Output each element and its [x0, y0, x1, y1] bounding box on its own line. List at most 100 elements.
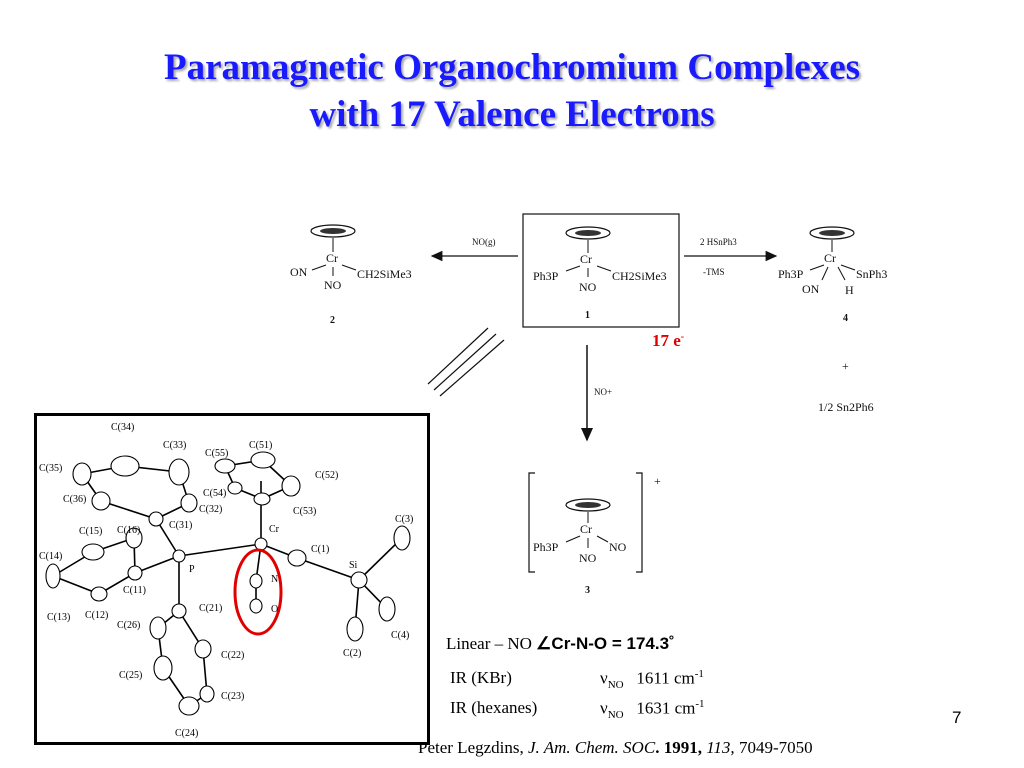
cp-ring-fill — [320, 228, 346, 234]
atom-label: C(13) — [47, 612, 70, 623]
compound-3-right: NO — [609, 540, 627, 554]
linear-no-label: Linear – NO — [446, 634, 537, 653]
ir-hexanes-label: IR (hexanes) — [450, 698, 538, 717]
atom-label: C(11) — [123, 585, 146, 596]
byproduct-plus: + — [842, 359, 849, 373]
atom-label: C(31) — [169, 520, 192, 531]
electron-count: 17 e — [652, 331, 681, 350]
reagent-to-4-top: 2 HSnPh3 — [700, 237, 737, 247]
reference-journal: J. Am. Chem. SOC — [528, 738, 656, 757]
reagent-to-2: NO(g) — [472, 237, 496, 247]
compound-1: Cr Ph3P CH2SiMe3 NO 1 — [533, 226, 667, 321]
compound-2-right: CH2SiMe3 — [357, 267, 412, 281]
reference-year: 1991, — [663, 738, 702, 757]
atom-label: O — [271, 604, 278, 615]
compound-1-metal: Cr — [580, 252, 592, 266]
reference-dot: . — [655, 738, 664, 757]
compound-4: Cr Ph3P SnPh3 ON H 4 — [778, 226, 887, 324]
atom-label: Cr — [269, 524, 280, 535]
compound-1-bottom: NO — [579, 280, 597, 294]
title-line-1: Paramagnetic Organochromium Complexes — [163, 47, 861, 88]
compound-1-left: Ph3P — [533, 269, 559, 283]
left-bracket — [528, 472, 535, 573]
atom-label: C(55) — [205, 448, 228, 459]
ir-hexanes-line: IR (hexanes) — [450, 698, 537, 718]
equivalence-lines — [427, 327, 505, 397]
reagent-to-4-bottom: -TMS — [703, 267, 725, 277]
atom-label: C(35) — [39, 463, 62, 474]
cp-ring-icon — [809, 226, 855, 240]
atom-label: C(33) — [163, 440, 186, 451]
atom-label: C(51) — [249, 440, 272, 451]
atom-label: C(15) — [79, 526, 102, 537]
atom-label: C(12) — [85, 610, 108, 621]
nu-subscript: NO — [607, 679, 624, 692]
compound-4-left: Ph3P — [778, 267, 804, 281]
compound-3-charge: + — [654, 474, 661, 488]
ortep-drawing — [45, 451, 411, 716]
atom-label: C(54) — [203, 488, 226, 499]
compound-1-number: 1 — [585, 310, 590, 321]
atom-label: C(52) — [315, 470, 338, 481]
atom-label: C(36) — [63, 494, 86, 505]
atom-label: N — [271, 574, 278, 585]
electron-count-label: 17 e- — [652, 331, 684, 351]
nu-subscript: NO — [607, 709, 624, 722]
atom-label: C(4) — [391, 630, 409, 641]
atom-label: C(25) — [119, 670, 142, 681]
atom-label: C(53) — [293, 506, 316, 517]
reference-author: Peter Legzdins, — [418, 738, 528, 757]
cp-ring-icon — [565, 498, 611, 512]
reference-pages: 7049-7050 — [734, 738, 813, 757]
compound-3-metal: Cr — [580, 522, 592, 536]
byproduct: 1/2 Sn2Ph6 — [818, 400, 874, 414]
compound-4-metal: Cr — [824, 251, 836, 265]
atom-label: P — [189, 564, 195, 575]
ortep-structure-figure: C(34) C(33) C(35) C(36) C(31) C(32) C(15… — [34, 413, 430, 745]
ir-hexanes-value: 1631 cm — [636, 698, 696, 718]
compound-2-number: 2 — [330, 315, 335, 326]
atom-label: C(14) — [39, 551, 62, 562]
compound-2-metal: Cr — [326, 251, 338, 265]
electron-count-sup: - — [680, 331, 685, 343]
atom-label: C(23) — [221, 691, 244, 702]
atom-label: C(16) — [117, 525, 140, 536]
title-line-2: with 17 Valence Electrons — [309, 94, 715, 135]
reagent-to-3: NO+ — [594, 387, 612, 397]
nu-symbol: ν — [600, 668, 608, 688]
ir-kbr-unit-sup: -1 — [694, 668, 704, 680]
atom-label: C(24) — [175, 728, 198, 739]
atom-label: C(32) — [199, 504, 222, 515]
ir-kbr-line: IR (KBr) — [450, 668, 512, 688]
compound-4-right: SnPh3 — [856, 267, 887, 281]
atom-label: C(2) — [343, 648, 361, 659]
reaction-scheme: Cr ON CH2SiMe3 NO 2 NO(g) Cr Ph3P CH2SiM… — [290, 213, 887, 596]
ir-kbr-value-line: νNO 1611 cm-1 — [600, 668, 704, 691]
nu-symbol: ν — [600, 698, 608, 718]
ir-hexanes-unit-sup: -1 — [695, 698, 705, 710]
reference-volume: 113, — [701, 738, 735, 757]
ir-kbr-label: IR (KBr) — [450, 668, 512, 687]
atom-label: C(3) — [395, 514, 413, 525]
compound-3-left: Ph3P — [533, 540, 559, 554]
cp-ring-fill — [819, 230, 845, 236]
compound-3-number: 3 — [585, 585, 590, 596]
reference-citation: Peter Legzdins, J. Am. Chem. SOC. 1991, … — [418, 738, 813, 758]
compound-2-bottom: NO — [324, 278, 342, 292]
atom-label: C(22) — [221, 650, 244, 661]
compound-1-box — [522, 213, 680, 328]
ortep-labels: C(34) C(33) C(35) C(36) C(31) C(32) C(15… — [39, 422, 413, 739]
right-bracket — [636, 472, 643, 573]
compound-4-bottom-left: ON — [802, 282, 820, 296]
atom-label: C(26) — [117, 620, 140, 631]
page-number: 7 — [952, 708, 962, 727]
cp-ring-icon — [310, 224, 356, 238]
compound-3: + Cr Ph3P NO NO 3 — [528, 472, 661, 596]
compound-4-number: 4 — [843, 313, 848, 324]
cr-n-o-angle: ∠Cr-N-O = 174.3˚ — [536, 634, 675, 653]
slide-title: Paramagnetic Organochromium Complexes wi… — [0, 44, 1024, 138]
cp-ring-icon — [565, 226, 611, 240]
atom-label: C(1) — [311, 544, 329, 555]
compound-2-left: ON — [290, 265, 308, 279]
atom-label: C(34) — [111, 422, 134, 433]
